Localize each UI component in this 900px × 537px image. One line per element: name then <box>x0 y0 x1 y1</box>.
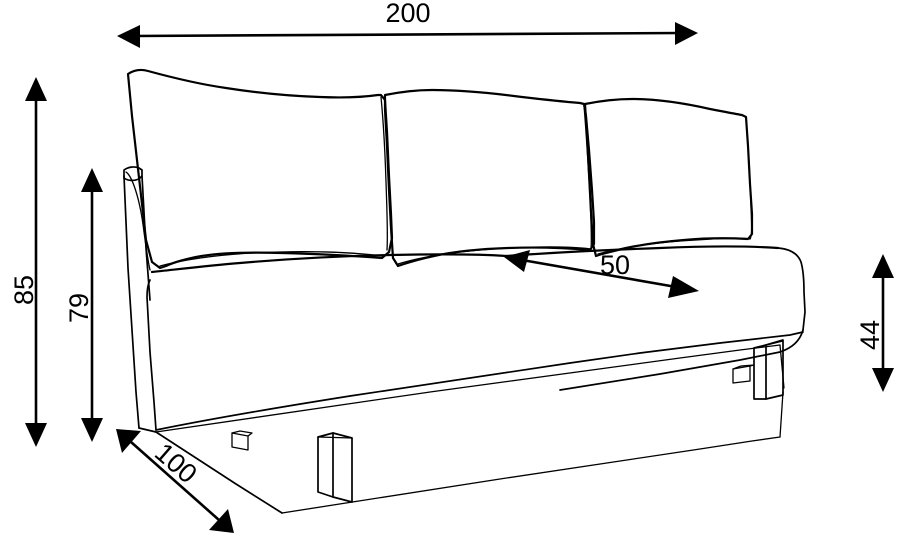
total-height-dimension-arrow-bottom <box>25 423 47 447</box>
seat-depth-dimension-line <box>521 258 683 290</box>
seat-depth-dimension-label: 50 <box>600 250 630 280</box>
seat-height-dimension-arrow-top <box>872 254 894 278</box>
total-height-dimension: 85 <box>9 77 47 447</box>
seat-depth-dimension: 50 <box>504 250 699 298</box>
seat-cushion <box>146 245 806 431</box>
depth-dimension-arrow-upper <box>116 429 141 453</box>
width-dimension-arrow-left <box>117 25 140 48</box>
leg-rear-left <box>231 430 253 451</box>
back-cushion-left <box>126 68 394 270</box>
depth-dimension-label: 100 <box>149 437 203 489</box>
back-height-dimension-label: 79 <box>64 293 94 323</box>
total-height-dimension-arrow-top <box>25 77 47 101</box>
sofa-illustration <box>123 68 806 514</box>
seat-depth-dimension-arrow-right <box>668 276 699 298</box>
width-dimension-label: 200 <box>385 0 430 28</box>
back-cushion-right <box>583 97 754 258</box>
total-height-dimension-label: 85 <box>9 275 39 305</box>
depth-dimension-line <box>130 441 220 521</box>
seat-height-dimension-arrow-bottom <box>872 368 894 392</box>
width-dimension-arrow-right <box>675 22 698 45</box>
back-height-dimension-arrow-bottom <box>81 418 103 442</box>
seat-depth-dimension-arrow-left <box>504 250 530 272</box>
width-dimension-line <box>132 31 683 38</box>
side-panel-left <box>123 166 151 429</box>
seat-height-dimension-label: 44 <box>855 320 885 350</box>
base-frame <box>138 344 785 514</box>
back-cushion-middle <box>383 88 596 268</box>
leg-front-right <box>753 339 784 400</box>
back-height-dimension: 79 <box>64 168 103 442</box>
depth-dimension: 100 <box>116 429 234 533</box>
leg-front-left <box>317 432 353 503</box>
depth-dimension-arrow-lower <box>209 509 234 533</box>
leg-rear-right <box>732 364 755 384</box>
seat-height-dimension: 44 <box>855 254 894 392</box>
width-dimension: 200 <box>117 0 698 48</box>
back-height-dimension-arrow-top <box>81 168 103 192</box>
